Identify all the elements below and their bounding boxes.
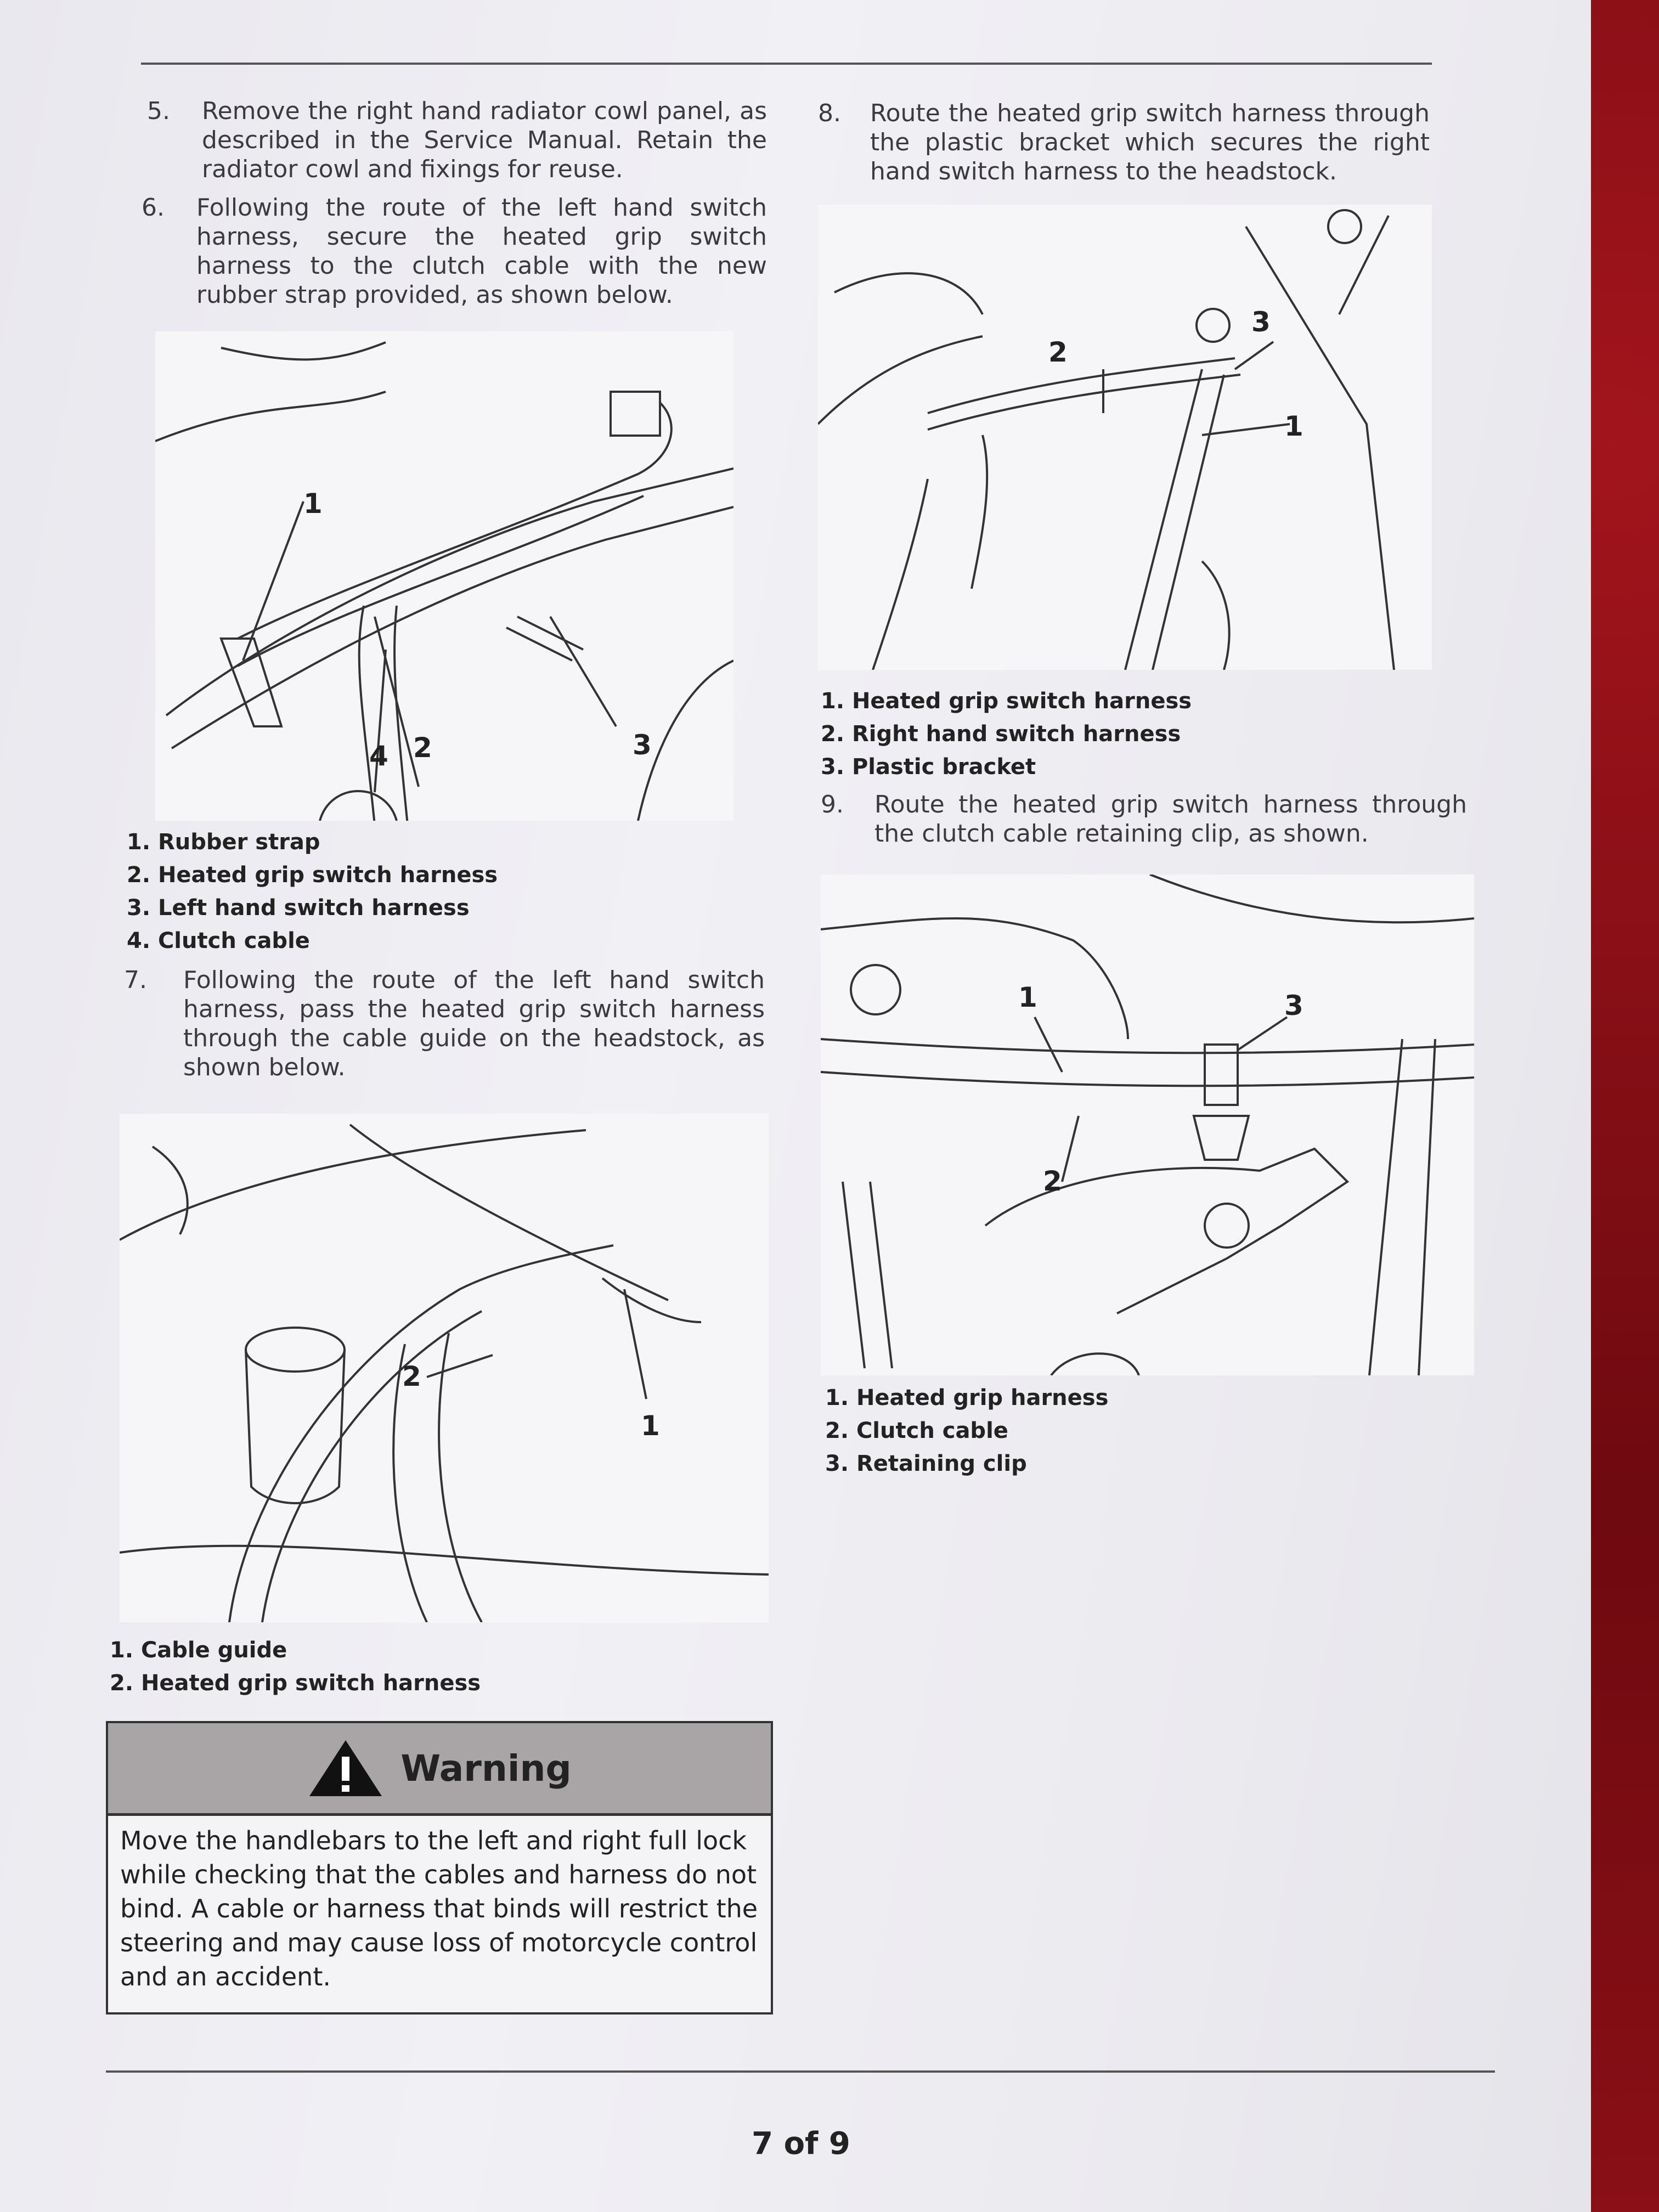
step-number: 6. bbox=[142, 194, 165, 222]
legend-item: 1. Cable guide bbox=[110, 1638, 287, 1663]
background-surface bbox=[1591, 0, 1659, 2212]
top-rule bbox=[141, 63, 1432, 65]
callout-1: 1 bbox=[1018, 981, 1037, 1013]
legend-item: 3. Plastic bracket bbox=[821, 754, 1036, 780]
legend-item: 2. Heated grip switch harness bbox=[127, 862, 498, 888]
legend-item: 1. Heated grip switch harness bbox=[821, 689, 1192, 714]
callout-1: 1 bbox=[641, 1410, 660, 1442]
warning-header: Warning bbox=[108, 1723, 771, 1816]
legend-item: 2. Right hand switch harness bbox=[821, 721, 1181, 747]
legend-item: 2. Heated grip switch harness bbox=[110, 1671, 481, 1696]
callout-2: 2 bbox=[413, 732, 432, 764]
step-5: 5. Remove the right hand radiator cowl p… bbox=[147, 97, 772, 190]
callout-1: 1 bbox=[303, 488, 323, 520]
bottom-rule bbox=[106, 2070, 1495, 2073]
step-9: 9. Route the heated grip switch harness … bbox=[821, 790, 1468, 856]
warning-triangle-icon bbox=[309, 1740, 382, 1796]
step-text: Following the route of the left hand swi… bbox=[183, 966, 765, 1081]
warning-text: Move the handlebars to the left and righ… bbox=[120, 1826, 758, 1991]
legend-item: 2. Clutch cable bbox=[825, 1418, 1008, 1443]
callout-3: 3 bbox=[1284, 990, 1304, 1022]
step-text: Following the route of the left hand swi… bbox=[196, 194, 767, 309]
step-number: 5. bbox=[147, 97, 170, 125]
warning-box: Warning Move the handlebars to the left … bbox=[106, 1721, 773, 2015]
step-number: 8. bbox=[818, 99, 841, 127]
step-text: Remove the right hand radiator cowl pane… bbox=[202, 97, 767, 183]
callout-2: 2 bbox=[402, 1361, 421, 1392]
legend-item: 1. Heated grip harness bbox=[825, 1385, 1109, 1410]
figure-2-legend: 1. Cable guide 2. Heated grip switch har… bbox=[110, 1634, 481, 1700]
illustration-cable-guide: 1 2 bbox=[120, 1114, 769, 1622]
step-number: 7. bbox=[124, 966, 147, 994]
step-6: 6. Following the route of the left hand … bbox=[142, 193, 772, 319]
callout-2: 2 bbox=[1048, 336, 1068, 368]
figure-3-legend: 1. Heated grip switch harness 2. Right h… bbox=[821, 685, 1192, 783]
illustration-retaining-clip: 1 2 3 bbox=[821, 874, 1474, 1375]
legend-item: 3. Left hand switch harness bbox=[127, 895, 470, 921]
callout-3: 3 bbox=[633, 729, 652, 761]
step-7: 7. Following the route of the left hand … bbox=[124, 966, 769, 1092]
step-number: 9. bbox=[821, 791, 844, 819]
illustration-rubber-strap: 1 2 3 4 bbox=[155, 331, 733, 821]
legend-item: 4. Clutch cable bbox=[127, 928, 310, 953]
step-text: Route the heated grip switch harness thr… bbox=[870, 99, 1430, 185]
figure-4-legend: 1. Heated grip harness 2. Clutch cable 3… bbox=[825, 1381, 1108, 1480]
page-number: 7 of 9 bbox=[752, 2126, 850, 2162]
legend-item: 1. Rubber strap bbox=[127, 830, 320, 855]
legend-item: 3. Retaining clip bbox=[825, 1451, 1027, 1476]
callout-1: 1 bbox=[1284, 410, 1304, 442]
warning-title: Warning bbox=[400, 1747, 572, 1790]
callout-3: 3 bbox=[1251, 306, 1271, 338]
figure-1-legend: 1. Rubber strap 2. Heated grip switch ha… bbox=[127, 826, 498, 957]
callout-2: 2 bbox=[1043, 1165, 1062, 1197]
callout-4: 4 bbox=[369, 740, 388, 772]
step-text: Route the heated grip switch harness thr… bbox=[874, 791, 1467, 848]
step-8: 8. Route the heated grip switch harness … bbox=[818, 99, 1432, 192]
illustration-plastic-bracket: 1 2 3 bbox=[818, 205, 1432, 670]
